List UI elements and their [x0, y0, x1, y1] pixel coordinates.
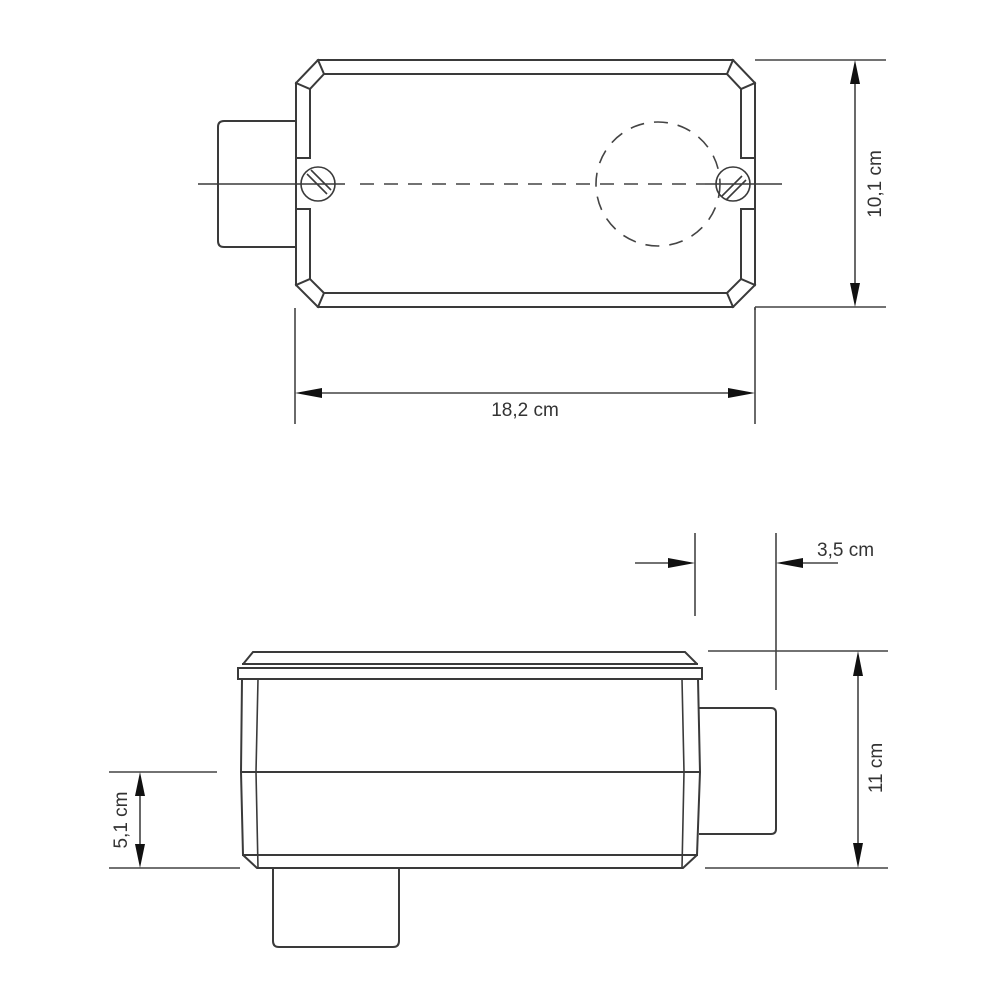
dimension-hub-offset: 3,5 cm: [635, 533, 874, 690]
dimension-label-width: 18,2 cm: [491, 400, 559, 421]
right-hub: [699, 707, 777, 835]
side-view: 3,5 cm 11 cm 5,1 cm: [109, 533, 888, 948]
screw-icon: [300, 166, 336, 202]
screw-icon: [715, 166, 751, 202]
dimension-label-height: 10,1 cm: [865, 150, 886, 218]
top-view: 10,1 cm 18,2 cm: [198, 58, 886, 424]
box-body: [239, 677, 702, 869]
bottom-hub: [272, 867, 400, 948]
knockout-circle-hidden: [595, 121, 721, 247]
dimension-label-lower-height: 5,1 cm: [111, 791, 132, 848]
dimension-height-top: 10,1 cm: [754, 59, 886, 310]
dimension-height-side: 11 cm: [705, 650, 888, 869]
lid: [242, 651, 698, 665]
dimension-width-top: 18,2 cm: [294, 308, 756, 424]
dimension-label-hub-offset: 3,5 cm: [817, 540, 874, 561]
dimension-label-side-height: 11 cm: [866, 743, 887, 793]
dimension-lower-height: 5,1 cm: [109, 771, 240, 869]
